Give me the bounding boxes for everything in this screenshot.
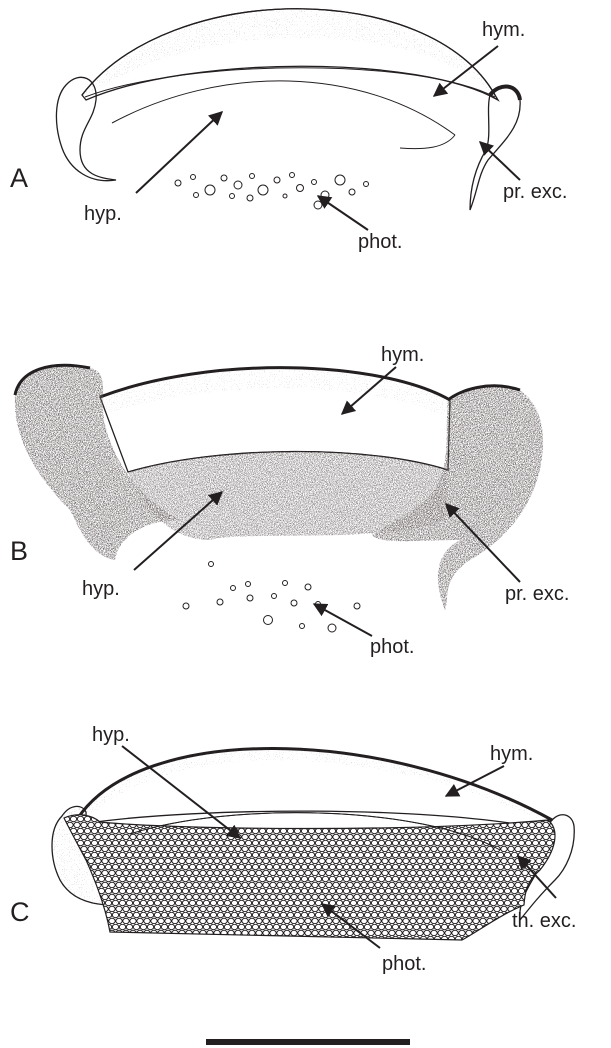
scale-bar xyxy=(206,1039,410,1045)
label-hyp-b: hyp. xyxy=(82,578,120,600)
arrow-phot-a xyxy=(318,196,368,230)
photobiont-layer-c xyxy=(64,815,555,940)
panel-letter-c: C xyxy=(10,897,30,927)
label-hyp-c: hyp. xyxy=(92,724,130,746)
hypothallus-a xyxy=(112,81,455,135)
photobiont-cells-a xyxy=(175,173,369,210)
arrow-phot-b xyxy=(314,604,372,636)
panel-letter-a: A xyxy=(10,163,28,193)
label-hyp-a: hyp. xyxy=(84,203,122,225)
label-exc-b: pr. exc. xyxy=(505,583,569,605)
label-hym-b: hym. xyxy=(381,344,424,366)
label-phot-c: phot. xyxy=(382,953,426,975)
panel-letter-b: B xyxy=(10,536,28,566)
label-phot-b: phot. xyxy=(370,636,414,658)
label-phot-a: phot. xyxy=(358,231,402,253)
hymenium-a-stipple xyxy=(82,9,495,96)
label-exc-c: th. exc. xyxy=(512,910,576,932)
panel-c: C hyp. hym. phot. th. exc. xyxy=(10,724,576,975)
photobiont-cells-b xyxy=(183,562,360,633)
arrow-exc-a xyxy=(480,142,520,180)
panel-b: B hym. hyp. phot. pr. exc. xyxy=(10,344,569,658)
panel-a: A hym. hyp. phot. pr. exc. xyxy=(10,9,567,253)
label-exc-a: pr. exc. xyxy=(503,181,567,203)
label-hym-a: hym. xyxy=(482,19,525,41)
hymenium-b-stipple xyxy=(100,368,450,420)
label-hym-c: hym. xyxy=(490,743,533,765)
